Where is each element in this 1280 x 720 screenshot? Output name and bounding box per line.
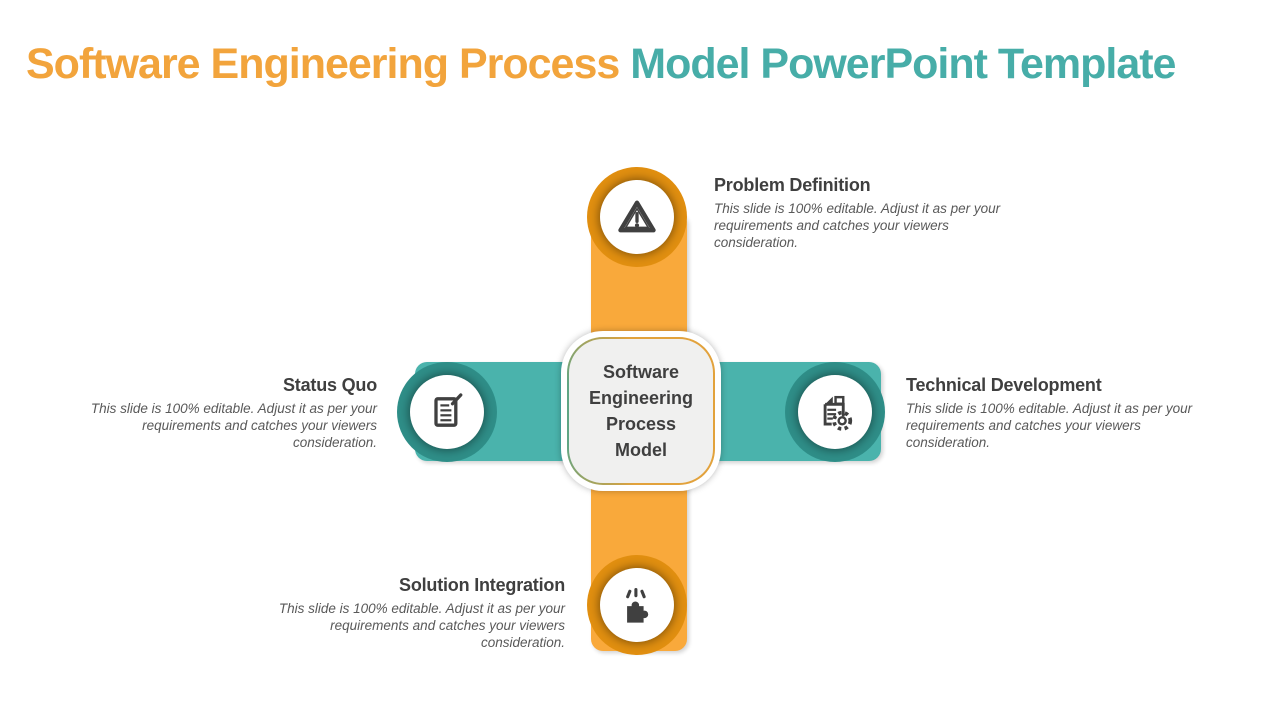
- technical-development-heading: Technical Development: [906, 375, 1102, 395]
- technical-development-text-block: Technical Development This slide is 100%…: [906, 375, 1208, 451]
- status-quo-node: [397, 362, 497, 462]
- status-quo-circle: [410, 375, 484, 449]
- center-card-border: Software Engineering Process Model: [567, 337, 715, 485]
- technical-development-node: [785, 362, 885, 462]
- center-card: Software Engineering Process Model: [561, 331, 721, 491]
- solution-integration-text-block: Solution Integration This slide is 100% …: [263, 575, 565, 651]
- problem-definition-node: [587, 167, 687, 267]
- solution-integration-circle: [600, 568, 674, 642]
- puzzle-icon: [626, 588, 649, 623]
- technical-development-circle: [798, 375, 872, 449]
- problem-definition-circle: [600, 180, 674, 254]
- technical-development-description: This slide is 100% editable. Adjust it a…: [906, 401, 1193, 450]
- center-card-label: Software Engineering Process Model: [588, 361, 693, 461]
- solution-integration-heading: Solution Integration: [399, 575, 565, 595]
- warning-icon: [618, 200, 656, 233]
- status-quo-description: This slide is 100% editable. Adjust it a…: [90, 401, 377, 450]
- status-quo-text-block: Status Quo This slide is 100% editable. …: [75, 375, 377, 451]
- problem-definition-description: This slide is 100% editable. Adjust it a…: [714, 201, 1001, 250]
- page-title: Software Engineering Process Model Power…: [26, 40, 1176, 89]
- center-card-face: Software Engineering Process Model: [569, 339, 713, 483]
- edit-document-icon: [434, 393, 463, 427]
- solution-integration-description: This slide is 100% editable. Adjust it a…: [278, 601, 565, 650]
- status-quo-heading: Status Quo: [282, 375, 377, 395]
- page-title-orange-part: Software Engineering Process: [26, 40, 631, 88]
- problem-definition-text-block: Problem Definition This slide is 100% ed…: [714, 175, 1016, 251]
- document-gear-icon: [823, 395, 853, 431]
- solution-integration-node: [587, 555, 687, 655]
- problem-definition-heading: Problem Definition: [714, 175, 871, 195]
- page-title-teal-part: Model PowerPoint Template: [630, 40, 1176, 88]
